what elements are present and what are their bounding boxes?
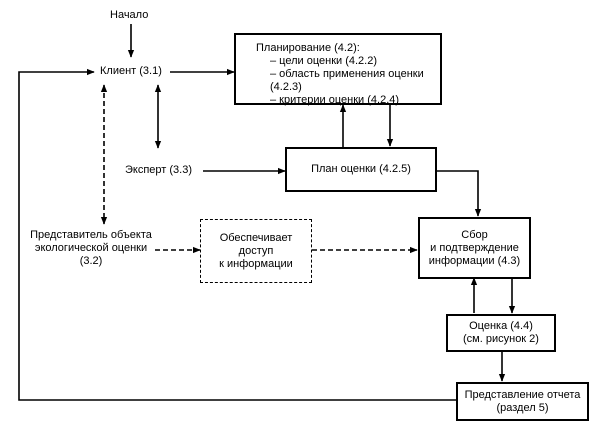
plan-box: План оценки (4.2.5) (285, 147, 437, 192)
representative-label: Представитель объекта экологической оцен… (20, 229, 162, 268)
report-box: Представление отчета (раздел 5) (456, 382, 589, 421)
client-label: Клиент (3.1) (100, 65, 162, 77)
representative-line-3: (3.2) (79, 255, 103, 267)
arrow-plan-to-collection (437, 170, 482, 217)
collection-line-3: информации (4.3) (428, 254, 521, 267)
planning-box: Планирование (4.2): – цели оценки (4.2.2… (234, 33, 442, 106)
arrow-report-to-client (18, 68, 456, 401)
planning-title: Планирование (4.2): (256, 42, 360, 54)
planning-item-criteria: – критерии оценки (4.2.4) (270, 94, 400, 106)
report-line-1: Представление отчета (464, 388, 581, 401)
collection-line-2: и подтверждение (430, 241, 519, 254)
access-line-2: доступ (238, 244, 274, 257)
evaluation-line-1: Оценка (4.4) (469, 320, 533, 332)
plan-label: План оценки (4.2.5) (311, 163, 411, 175)
representative-line-1: Представитель объекта (30, 229, 152, 241)
representative-line-2: экологической оценки (34, 242, 148, 254)
planning-item-scope: – область применения оценки (4.2.3) (270, 68, 424, 93)
start-label: Начало (110, 9, 149, 21)
planning-item-goals: – цели оценки (4.2.2) (270, 55, 378, 67)
collection-box: Сбор и подтверждение информации (4.3) (418, 217, 531, 279)
access-line-3: к информации (219, 257, 293, 270)
evaluation-box: Оценка (4.4) (см. рисунок 2) (446, 314, 556, 352)
access-line-1: Обеспечивает (219, 231, 293, 244)
expert-label: Эксперт (3.3) (125, 164, 193, 176)
evaluation-line-2: (см. рисунок 2) (463, 333, 539, 345)
report-line-2: (раздел 5) (496, 401, 549, 414)
collection-line-1: Сбор (461, 228, 488, 241)
access-box: Обеспечивает доступ к информации (200, 219, 312, 283)
